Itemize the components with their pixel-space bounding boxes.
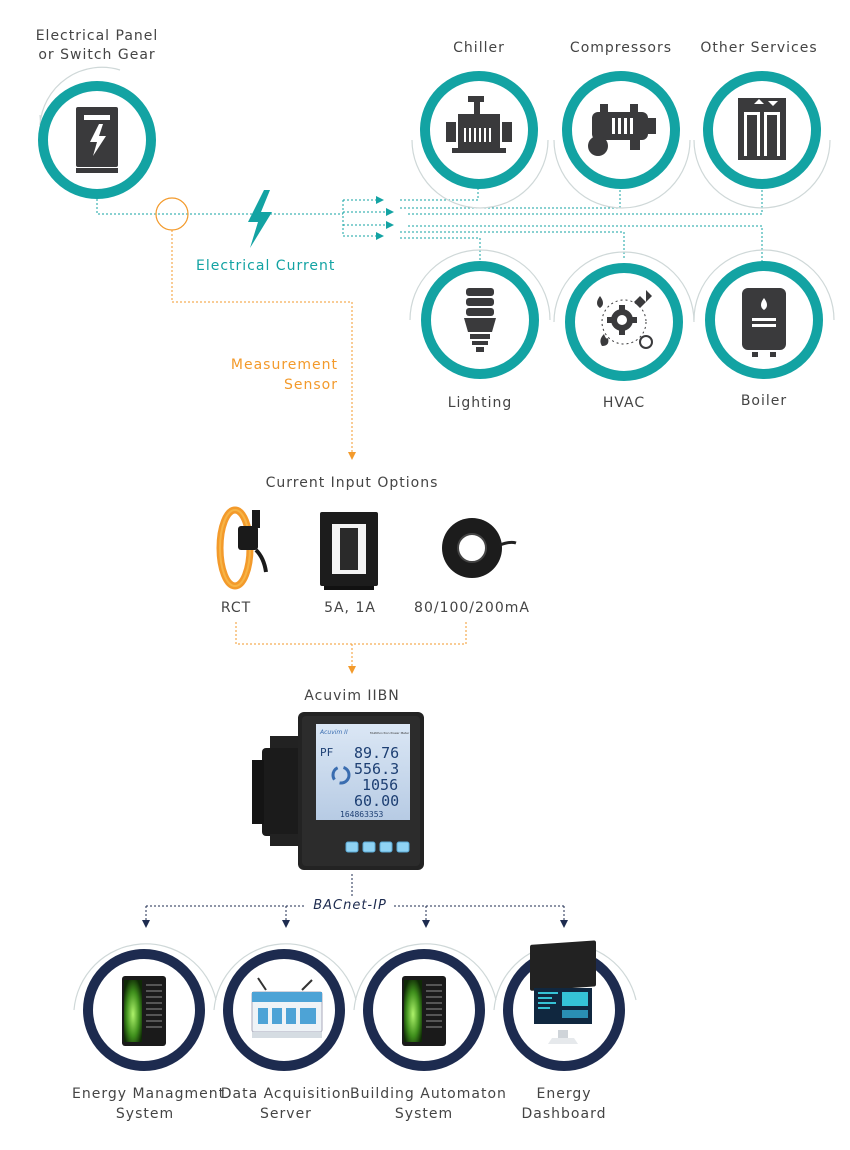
output-das-line1: Data Acquisition — [220, 1086, 352, 1102]
output-energy-dashboard — [493, 940, 637, 1071]
boiler-label: Boiler — [740, 393, 788, 409]
boiler-icon — [742, 288, 786, 357]
lightning-icon — [248, 190, 272, 248]
sensor-line — [171, 230, 356, 460]
meter-brand: Acuvim II — [319, 729, 348, 736]
solid-core-ct-icon — [442, 518, 517, 578]
server-tower-icon — [122, 976, 166, 1046]
other-services-label: Other Services — [700, 40, 818, 56]
ct-5a-1a-label: 5A, 1A — [324, 600, 376, 616]
output-dashboard-line2: Dashboard — [521, 1106, 607, 1122]
hvac-icon — [597, 290, 653, 349]
load-lighting — [409, 249, 551, 379]
distribution-lines — [342, 188, 763, 262]
meter-title: Acuvim IIBN — [304, 688, 400, 704]
meter-reading-5: 164863353 — [340, 810, 384, 819]
split-core-ct-icon — [320, 512, 378, 590]
source-node — [38, 66, 156, 199]
load-compressors — [553, 71, 691, 209]
elevator-icon — [738, 98, 786, 160]
inputs-merge-line — [235, 622, 467, 645]
chiller-icon — [446, 96, 512, 153]
current-inputs-title: Current Input Options — [265, 475, 439, 491]
load-hvac — [553, 251, 695, 381]
load-chiller — [411, 71, 549, 209]
source-label-line2: or Switch Gear — [38, 47, 156, 63]
hvac-label: HVAC — [602, 395, 646, 411]
rct-label: RCT — [220, 600, 252, 616]
server-tower-icon — [402, 976, 446, 1046]
protocol-label: BACnet-IP — [313, 898, 387, 913]
light-bulb-icon — [464, 288, 496, 352]
measurement-sensor-line2: Sensor — [284, 377, 338, 393]
output-bas-line1: Building Automaton — [350, 1086, 507, 1102]
source-label-line1: Electrical Panel — [35, 28, 159, 44]
meter-model: Multifunction Power Meter — [370, 731, 410, 735]
chiller-label: Chiller — [453, 40, 505, 56]
measurement-sensor-line1: Measurement — [230, 357, 338, 373]
compressor-icon — [588, 104, 656, 156]
output-building-automation — [353, 943, 497, 1071]
ct-ma-label: 80/100/200mA — [414, 600, 530, 616]
rogowski-coil-icon — [216, 506, 268, 590]
output-drops — [142, 906, 568, 928]
load-other-services — [693, 71, 831, 209]
meter-reading-4: 60.00 — [354, 792, 399, 810]
output-ems-line2: System — [115, 1106, 175, 1122]
output-data-acquisition — [213, 943, 357, 1071]
output-bas-line2: System — [394, 1106, 454, 1122]
electrical-panel-icon — [76, 107, 118, 173]
acuvim-meter: Acuvim II Multifunction Power Meter PF 8… — [252, 712, 424, 870]
meter-reading-2: 556.3 — [354, 760, 399, 778]
meter-buttons — [345, 841, 410, 853]
meter-reading-1: 89.76 — [354, 744, 399, 762]
meter-pf-label: PF — [320, 746, 333, 759]
compressors-label: Compressors — [569, 40, 673, 56]
output-ems-line1: Energy Managment — [72, 1086, 226, 1102]
monitor-dashboard-icon — [530, 940, 596, 1044]
output-dashboard-line1: Energy — [536, 1086, 592, 1102]
output-das-line2: Server — [260, 1106, 312, 1122]
load-boiler — [693, 249, 835, 379]
electrical-current-label: Electrical Current — [196, 258, 336, 274]
meter-reading-3: 1056 — [362, 776, 398, 794]
source-feed-line — [96, 195, 343, 215]
output-energy-management — [73, 943, 217, 1071]
gateway-device-icon — [251, 977, 323, 1038]
lighting-label: Lighting — [447, 395, 513, 411]
